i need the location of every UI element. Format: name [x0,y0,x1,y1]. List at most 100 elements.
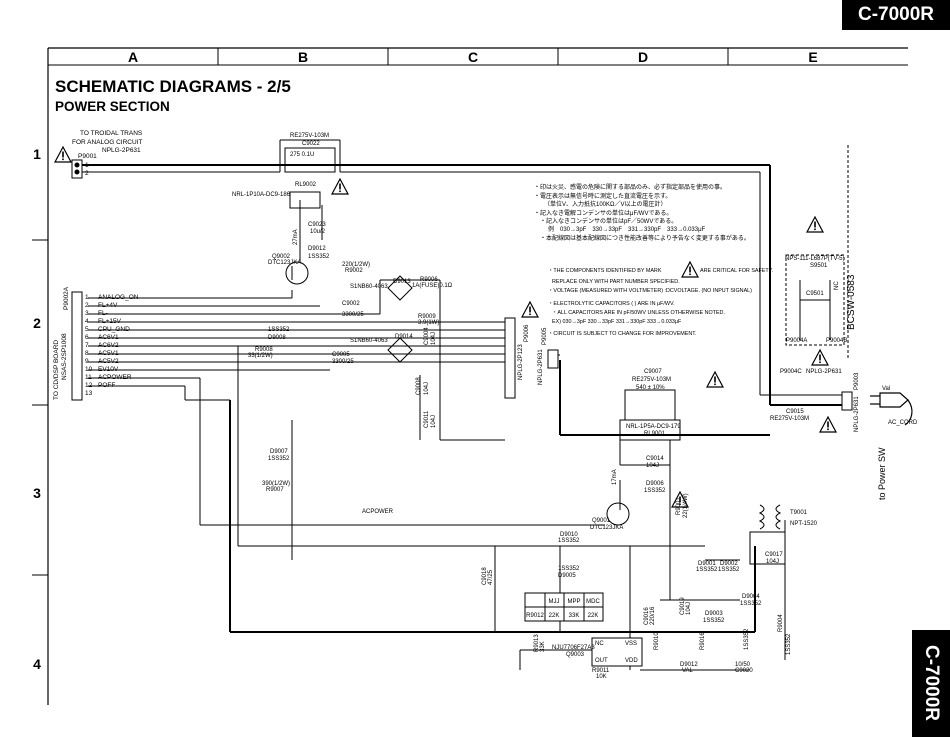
note-en-8: ・CIRCUIT IS SUBJECT TO CHANGE FOR IMPROV… [548,331,696,337]
p9002a-label: P9002A [63,286,70,310]
s9501: S9501 [810,263,828,269]
d9003: D9003 [705,611,723,617]
p9002a-pin-name: AC6V2 [98,342,119,349]
p9004c-part: NPLG-2P631 [806,369,842,375]
d9006: D9006 [646,481,664,487]
r9016: R9016 [700,632,706,650]
d9001-val: 1SS352 [696,567,718,573]
page-title: SCHEMATIC DIAGRAMS - 2/5 [55,77,291,96]
c9501: C9501 [806,291,824,297]
c9005-val: 3300/25 [332,359,354,365]
p9002a-pin-number: 9 [85,358,89,365]
p9006: P9006 [524,324,530,342]
note-jp-1: ・印は火災、感電の危険に関する部品のみ、必ず指定部品を使用の事。 [534,183,726,191]
rl9002: RL9002 [295,182,317,188]
table-cell-mpp: 33K [569,613,580,619]
bridge1: S1NB60-4063 [350,284,388,290]
p9002a-pin-name: ANALOG_ON [98,294,139,301]
row-label-1: 1 [33,146,41,162]
p9002a-pin-name: ACPOWER [98,374,132,381]
p9002a-pin-name: AC6V1 [98,334,119,341]
d9010-val: 1SS352 [558,538,580,544]
r9009-val: 3.9(1W) [418,320,439,326]
warning-icon [806,216,824,233]
r9001-val: 22(1/4W) [683,493,689,518]
bcsw-label: BCSW-0583 [846,274,857,330]
r9011-val: 10K [596,674,607,680]
c9018: C9018 [482,567,488,585]
plug-ac-cord [870,392,913,426]
p9005-part: NPLG-2P631 [538,349,544,385]
q9002-val: DTC123JKA [268,260,301,266]
row-label-4: 4 [33,656,41,672]
c9019: C9019 [680,597,686,615]
note-jp-7: ・本配線図は基本配線図につき性能改善等により予告なく変更する事がある。 [540,234,750,242]
c9017-val: 104J [766,559,779,565]
q9001-val: DTC123JKA [590,525,623,531]
d9012-val: 1SS352 [308,254,330,260]
c9020: C9020 [735,668,753,674]
note-en-7: EX) 030→3pF 330→33pF 331→330pF 333→0.033… [552,319,682,325]
frame-grid [32,47,908,705]
ic-q9003 [591,637,643,667]
table-header-mdc: MDC [586,599,600,605]
p9002a-pin-number: 10 [85,366,93,373]
c9015: C9015 [786,409,804,415]
p9002a-pin-name: FL- [98,310,108,317]
nc-label: NC [834,281,840,290]
c9007: C9007 [644,369,662,375]
warning-icon [54,146,72,163]
connector-p9002a [71,291,83,401]
connector-p9005 [547,349,559,369]
ic-pin-nc: NC [595,641,604,647]
p9006-part: NPLG-2P123 [518,344,524,380]
d9012b-val: VAL [682,668,694,674]
p9002a-pin-name: FL+4V [98,302,118,309]
d9004: D9004 [742,594,760,600]
r9001: R9001 [676,497,682,515]
p9002a-pin-number: 11 [85,374,92,381]
r9006: R9006 [420,277,438,283]
c9015-val: RE275V-103M [770,416,809,422]
row-label-3: 3 [33,485,41,501]
note-jp-6: 例 030→3pF 330→33pF 331→330pF 333→0.033μF [548,225,706,233]
c9014: C9014 [646,456,664,462]
col-label-c: C [468,49,478,65]
acpower-label: ACPOWER [362,509,394,515]
connector-p9006 [504,317,516,399]
warning-icon [331,178,349,195]
r9006-val: 1A(FUSE)0.1Ω [412,283,453,289]
r9013: R9013 [534,634,540,652]
d9003-val: 1SS352 [703,618,725,624]
p9001-note-1: TO TROIDAL TRANS [80,130,143,137]
note-en-1: ・THE COMPONENTS IDENTIFIED BY MARK [548,268,662,274]
p9002a-pin-name: POFF [98,382,115,389]
c9020-val: 10/50 [735,662,751,668]
col-label-d: D [638,49,648,65]
to-power-sw-label: to Power SW [877,447,887,500]
col-label-b: B [298,49,308,65]
note-en-4: ・VOLTAGE (MEASURED WITH VOLTMETER) :DCVO… [548,288,752,294]
table-cell-mdc: 22K [588,613,599,619]
c9023: C9023 [308,222,326,228]
p9003: P9003 [854,372,860,390]
relay-rl9002 [284,147,336,209]
p9005: P9005 [542,327,548,345]
p9004a: P9004A [786,338,807,344]
p9002a-pin-name: AC5V1 [98,350,119,357]
c9016: C9016 [644,607,650,625]
d9008-label: D9008 [268,335,286,341]
nps-part: NPS-111-L687P(TV-5) [785,256,844,262]
transistor-q9002 [285,261,309,285]
c9002: C9002 [342,301,360,307]
row-label-2: 2 [33,315,41,331]
note-en-2: ARE CRITICAL FOR SAFETY. [700,268,773,274]
d9002-val: 1SS352 [718,567,740,573]
d9002: D9002 [720,561,738,567]
p9003-part: NPLG-2P631 [854,396,860,432]
c9007-top: RE275V-103M [632,377,671,383]
p9002a-pin-number: 1 [85,294,89,301]
connector-p9003 [841,391,853,411]
